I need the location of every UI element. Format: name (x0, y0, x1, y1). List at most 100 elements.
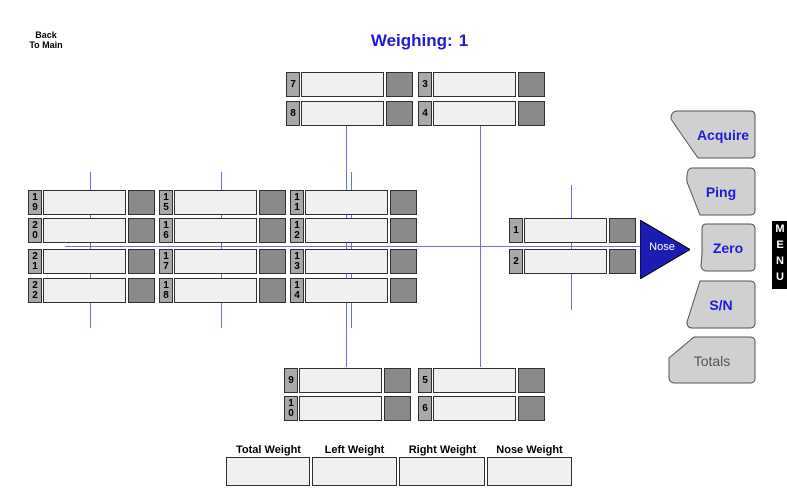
tire-select-button-13[interactable] (390, 249, 417, 274)
zero-label: Zero (712, 239, 744, 256)
tire-number-8: 8 (286, 101, 300, 126)
tire-select-button-1[interactable] (609, 218, 636, 243)
tire-select-button-11[interactable] (390, 190, 417, 215)
tire-weight-field-18 (174, 278, 257, 303)
tire-select-button-16[interactable] (259, 218, 286, 243)
sn-label: S/N (709, 296, 733, 313)
back-label-line1: Back (35, 30, 57, 40)
tire-weight-field-8 (301, 101, 384, 126)
tire-weight-field-20 (43, 218, 126, 243)
tire-weight-field-6 (433, 396, 516, 421)
tire-select-button-17[interactable] (259, 249, 286, 274)
ping-label: Ping (705, 183, 737, 200)
tire-weight-field-9 (299, 368, 382, 393)
tire-select-button-3[interactable] (518, 72, 545, 97)
tire-select-button-12[interactable] (390, 218, 417, 243)
tire-number-digit: 1 (294, 250, 300, 262)
tire-weight-field-3 (433, 72, 516, 97)
tire-number-digit: 9 (288, 374, 294, 386)
tire-weight-field-15 (174, 190, 257, 215)
tire-number-7: 7 (286, 72, 300, 97)
tire-number-1: 1 (509, 218, 523, 243)
tire-select-button-6[interactable] (518, 396, 545, 421)
tire-number-6: 6 (418, 396, 432, 421)
tire-number-digit: 1 (294, 201, 300, 213)
tire-number-digit: 2 (294, 229, 300, 241)
tire-select-button-22[interactable] (128, 278, 155, 303)
acquire-label: Acquire (696, 126, 750, 143)
tire-number-digit: 9 (32, 201, 38, 213)
zero-button[interactable]: Zero (700, 223, 756, 272)
back-to-main-button[interactable]: Back To Main (22, 30, 70, 50)
totals-button[interactable]: Totals (668, 336, 756, 385)
nose-label: Nose (649, 241, 675, 253)
tire-number-digit: 2 (32, 289, 38, 301)
tire-number-digit: 1 (163, 279, 169, 291)
tire-weight-field-14 (305, 278, 388, 303)
tire-select-button-14[interactable] (390, 278, 417, 303)
title-label: Weighing: (370, 31, 453, 50)
tire-number-digit: 2 (32, 250, 38, 262)
tire-weight-field-21 (43, 249, 126, 274)
tire-select-button-4[interactable] (518, 101, 545, 126)
nose-weight-label: Nose Weight (496, 444, 563, 456)
total-weight-label: Total Weight (236, 444, 301, 456)
tire-select-button-9[interactable] (384, 368, 411, 393)
total-weight-field (226, 457, 310, 486)
tire-weight-field-13 (305, 249, 388, 274)
right-weight-field (399, 457, 485, 486)
tire-number-digit: 1 (288, 397, 294, 409)
tire-number-digit: 4 (422, 107, 428, 119)
tire-number-digit: 8 (163, 289, 169, 301)
ping-button[interactable]: Ping (686, 167, 756, 216)
tire-select-button-8[interactable] (386, 101, 413, 126)
tire-number-3: 3 (418, 72, 432, 97)
tire-select-button-7[interactable] (386, 72, 413, 97)
tire-number-digit: 1 (513, 224, 519, 236)
tire-number-digit: 1 (163, 250, 169, 262)
nose-indicator[interactable]: Nose (639, 219, 691, 280)
tire-weight-field-10 (299, 396, 382, 421)
acquire-button[interactable]: Acquire (670, 110, 756, 159)
tire-weight-field-12 (305, 218, 388, 243)
tire-number-digit: 6 (163, 229, 169, 241)
tire-select-button-20[interactable] (128, 218, 155, 243)
tire-weight-field-17 (174, 249, 257, 274)
tire-number-digit: 1 (294, 191, 300, 203)
tire-select-button-5[interactable] (518, 368, 545, 393)
menu-button[interactable]: M E N U (772, 221, 787, 289)
tire-number-digit: 7 (290, 78, 296, 90)
tire-select-button-21[interactable] (128, 249, 155, 274)
tire-select-button-2[interactable] (609, 249, 636, 274)
tire-weight-field-4 (433, 101, 516, 126)
tire-select-button-15[interactable] (259, 190, 286, 215)
tire-weight-field-7 (301, 72, 384, 97)
tire-number-digit: 1 (163, 219, 169, 231)
tire-number-digit: 1 (294, 219, 300, 231)
tire-weight-field-19 (43, 190, 126, 215)
tire-number-4: 4 (418, 101, 432, 126)
tire-select-button-19[interactable] (128, 190, 155, 215)
tire-select-button-10[interactable] (384, 396, 411, 421)
left-weight-field (312, 457, 397, 486)
weighing-number: 1 (458, 31, 469, 50)
totals-label: Totals (693, 352, 731, 369)
tire-weight-field-11 (305, 190, 388, 215)
tire-number-2: 2 (509, 249, 523, 274)
nose-weight-field (487, 457, 572, 486)
back-label-line2: To Main (29, 40, 63, 50)
tire-weight-field-1 (524, 218, 607, 243)
tire-select-button-18[interactable] (259, 278, 286, 303)
tire-number-digit: 4 (294, 289, 300, 301)
sn-button[interactable]: S/N (686, 280, 756, 329)
